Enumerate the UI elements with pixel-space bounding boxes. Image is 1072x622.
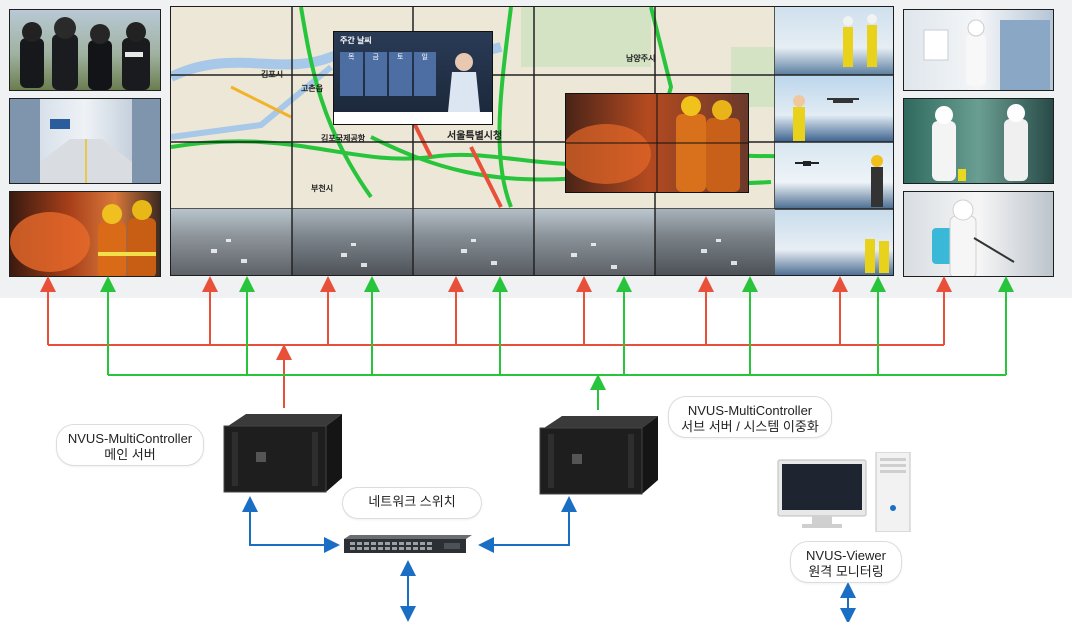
- weather-presenter: [334, 53, 492, 124]
- subway-platform-feed[interactable]: [9, 98, 161, 184]
- network-links: [242, 496, 856, 622]
- main-server-role: 메인 서버: [104, 447, 156, 462]
- traffic-cam-5[interactable]: [655, 209, 775, 275]
- subway-platform-illustration: [10, 99, 160, 183]
- disinfection-workers-feed[interactable]: [903, 98, 1054, 184]
- weather-title: 주간 날씨: [340, 36, 372, 45]
- sub-server-role: 서브 서버 / 시스템 이중화: [681, 419, 819, 434]
- sub-server-bus: [100, 276, 1014, 410]
- map-label-bucheon: 부천시: [311, 184, 334, 193]
- disinfection-station-feed[interactable]: [903, 9, 1054, 91]
- map-label-airport: 김포국제공항: [321, 134, 366, 143]
- network-switch-name: 네트워크 스위치: [368, 494, 456, 509]
- map-label-city-hall: 서울특별시청: [447, 131, 503, 142]
- weather-days: 목 금 토 일: [340, 52, 436, 96]
- viewer-label: NVUS-Viewer 원격 모니터링: [790, 541, 902, 583]
- traffic-cam-1[interactable]: [171, 209, 292, 275]
- viewer-pc-icon[interactable]: [776, 452, 916, 532]
- viewer-role: 원격 모니터링: [808, 564, 884, 579]
- map-label-gimpo: 김포시: [261, 70, 284, 79]
- disinfection-sprayer-feed[interactable]: [903, 191, 1054, 277]
- disinfection-sprayer-illustration: [932, 199, 1015, 276]
- weather-widget[interactable]: 주간 날씨 목 금 토 일: [333, 31, 493, 125]
- sub-server-name: NVUS-MultiController: [687, 403, 813, 418]
- traffic-cars: [211, 209, 737, 275]
- main-server-name: NVUS-MultiController: [67, 431, 193, 446]
- traffic-cam-2[interactable]: [292, 209, 413, 275]
- fire-overlay-illustration: [566, 94, 748, 192]
- map-display[interactable]: 김포시 부천시 고촌읍 남양주시 김포국제공항 서울특별시청 주간 날씨 목 금…: [170, 6, 894, 276]
- map-label-gochon: 고촌읍: [301, 84, 324, 93]
- map-fire-feed[interactable]: [565, 93, 749, 193]
- firefighters-feed[interactable]: [9, 191, 161, 277]
- main-server-icon[interactable]: [216, 412, 346, 494]
- main-server-bus: [40, 276, 952, 408]
- police-officers-feed[interactable]: [9, 9, 161, 91]
- network-switch-label: 네트워크 스위치: [342, 487, 482, 519]
- viewer-name: NVUS-Viewer: [806, 548, 886, 563]
- police-officers-illustration: [20, 17, 150, 90]
- network-switch-icon[interactable]: [340, 535, 472, 557]
- disinfection-station-illustration: [923, 19, 1050, 90]
- weather-day-4: 일: [413, 52, 436, 96]
- weather-day-1: 목: [340, 52, 363, 96]
- drone-illustrations: [775, 14, 893, 273]
- main-server-label: NVUS-MultiController 메인 서버: [56, 424, 204, 466]
- traffic-cam-4[interactable]: [534, 209, 655, 275]
- map-label-namyangju: 남양주시: [626, 54, 656, 63]
- disinfection-workers-illustration: [932, 104, 1028, 181]
- sub-server-icon[interactable]: [532, 414, 662, 496]
- firefighters-illustration: [10, 200, 156, 276]
- weather-day-2: 금: [364, 52, 387, 96]
- sub-server-label: NVUS-MultiController 서브 서버 / 시스템 이중화: [668, 396, 832, 438]
- weather-day-3: 토: [389, 52, 412, 96]
